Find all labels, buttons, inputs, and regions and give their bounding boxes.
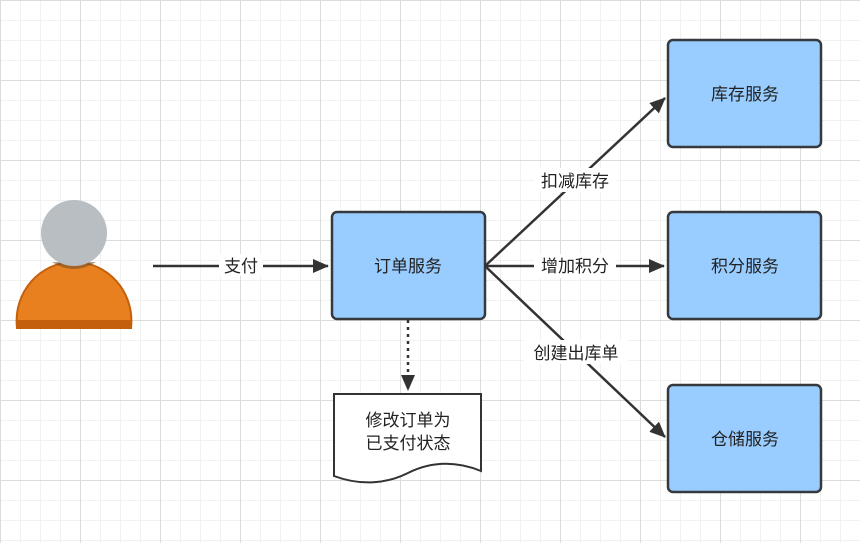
add-points-label: 增加积分	[541, 257, 609, 277]
order-service-label: 订单服务	[374, 257, 442, 277]
pay-label: 支付	[224, 257, 258, 277]
user-icon	[15, 200, 133, 329]
document-label-line2: 已支付状态	[366, 434, 451, 454]
inventory-service-box	[666, 38, 823, 149]
warehouse-service-box	[666, 383, 823, 494]
create-outbound-label-bg	[524, 340, 628, 364]
add-points-label-bg	[534, 254, 616, 278]
create-outbound-label: 创建出库单	[534, 344, 619, 364]
deduct-inventory-label: 扣减库存	[541, 172, 609, 192]
inventory-service-label: 库存服务	[711, 85, 779, 105]
points-service-node: 积分服务	[666, 210, 823, 321]
warehouse-service-label: 仓储服务	[711, 430, 779, 450]
warehouse-service-node: 仓储服务	[666, 383, 823, 494]
user-body	[15, 260, 133, 329]
inventory-service-node: 库存服务	[666, 38, 823, 149]
user-head	[41, 200, 107, 266]
update-order-document-node: 修改订单为 已支付状态	[333, 393, 482, 484]
pay-label-bg	[219, 254, 263, 276]
user-body-base	[16, 320, 132, 329]
points-service-box	[666, 210, 823, 321]
order-service-node: 订单服务	[330, 210, 487, 321]
document-label-line1: 修改订单为	[366, 411, 451, 431]
deduct-inventory-label-bg	[534, 168, 616, 192]
document-shape	[333, 393, 482, 484]
points-service-label: 积分服务	[711, 257, 779, 277]
